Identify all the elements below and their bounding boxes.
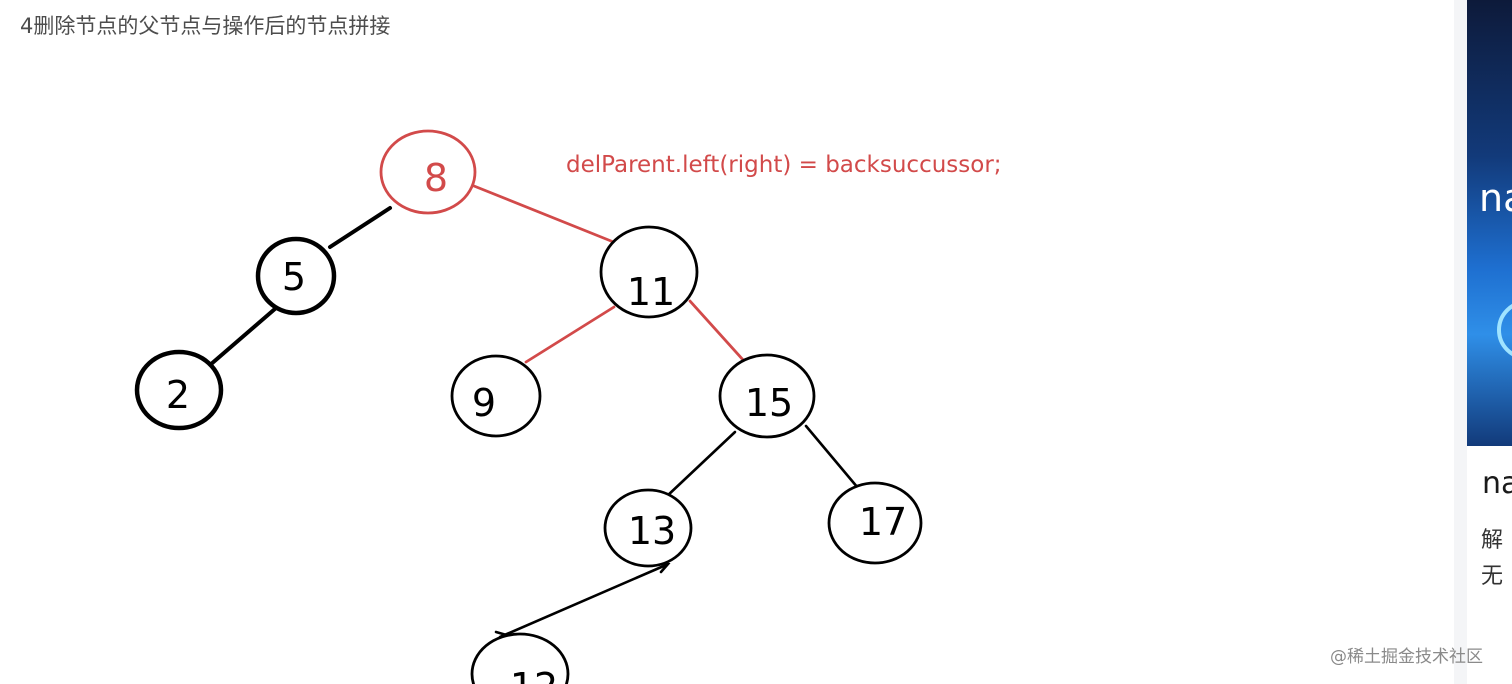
node-9-circle bbox=[450, 354, 542, 438]
edge-15-17 bbox=[804, 424, 860, 490]
node-17-circle bbox=[827, 481, 923, 565]
node-15-circle bbox=[718, 353, 816, 439]
edge-8-5 bbox=[328, 206, 392, 249]
page-heading: 4删除节点的父节点与操作后的节点拼接 bbox=[20, 14, 391, 38]
node-17-label: 17 bbox=[859, 500, 907, 544]
card-desc-line1: 解 bbox=[1481, 528, 1504, 553]
card-desc-line2: 无 bbox=[1481, 564, 1504, 589]
node-5-circle bbox=[255, 236, 337, 316]
card-text-clip: na 解 无 bbox=[1467, 440, 1512, 600]
node-11-label: 11 bbox=[627, 270, 675, 314]
node-12-label: 12 bbox=[510, 665, 558, 684]
node-11-circle bbox=[599, 225, 699, 319]
recommendation-card-body[interactable] bbox=[1467, 446, 1512, 684]
edge-11-15 bbox=[688, 299, 747, 364]
node-12-circle bbox=[470, 632, 570, 684]
recommendation-card-image[interactable]: na bbox=[1467, 0, 1512, 446]
edge-8-11 bbox=[472, 184, 618, 245]
node-15-label: 15 bbox=[745, 381, 793, 425]
watermark: @稀土掘金技术社区 bbox=[1330, 647, 1483, 667]
edge-15-13 bbox=[664, 430, 737, 499]
node-8-label: 8 bbox=[424, 156, 448, 200]
cloud-icon bbox=[1497, 300, 1512, 360]
node-8-circle bbox=[379, 129, 477, 215]
node-2-label: 2 bbox=[166, 373, 190, 417]
node-2-circle bbox=[134, 349, 224, 431]
edge-11-9 bbox=[524, 305, 616, 364]
node-13-circle bbox=[603, 488, 693, 568]
edge-5-2 bbox=[208, 306, 278, 367]
node-5-label: 5 bbox=[282, 255, 306, 299]
card-image-text: na bbox=[1479, 176, 1512, 220]
code-annotation: delParent.left(right) = backsuccussor; bbox=[566, 152, 1002, 178]
node-13-label: 13 bbox=[628, 509, 676, 553]
node-9-label: 9 bbox=[472, 381, 496, 425]
tree-diagram: 8 5 11 2 9 15 13 17 12 delParent.left(ri… bbox=[134, 129, 1002, 684]
edge-13-12-arrow bbox=[498, 563, 668, 639]
card-title[interactable]: na bbox=[1482, 466, 1512, 501]
